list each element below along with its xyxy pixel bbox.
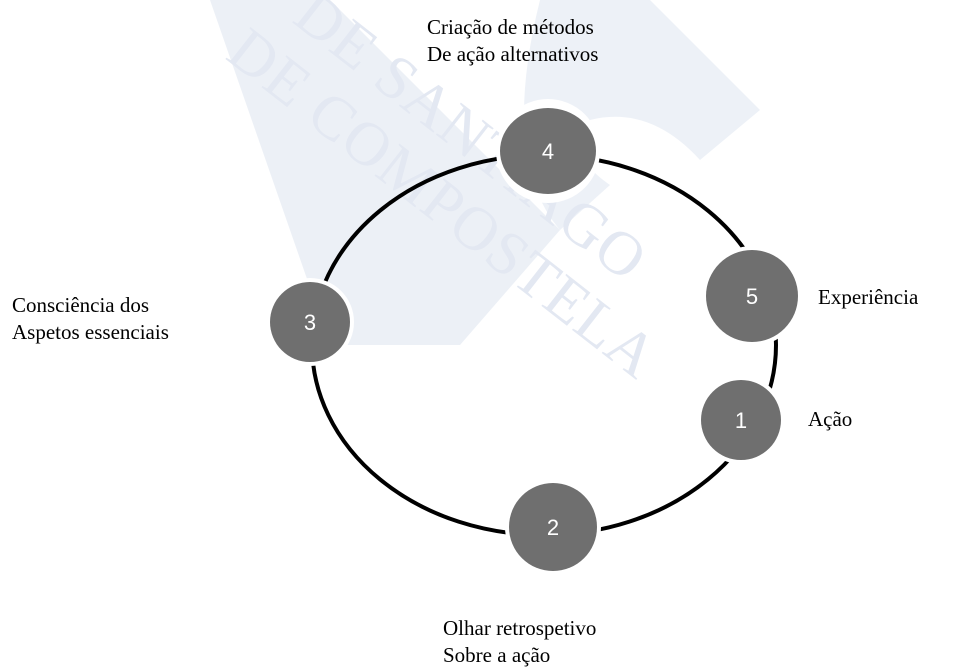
step-number-2: 2 — [547, 515, 559, 540]
caption-step-1-line-1: Ação — [808, 407, 853, 431]
step-circle-4 — [500, 108, 596, 194]
caption-step-1: Ação — [808, 406, 852, 433]
caption-step-5: Experiência — [818, 284, 918, 311]
watermark-seal-shape — [210, 0, 560, 345]
caption-step-3-line-1: Consciência dos — [12, 293, 150, 317]
step-node-3: 3 — [266, 278, 354, 366]
step-node-2: 2 — [505, 479, 601, 575]
caption-step-4: Criação de métodos De ação alternativos — [427, 14, 598, 68]
step-number-5: 5 — [746, 284, 758, 309]
caption-step-2: Olhar retrospetivo Sobre a ação — [443, 615, 596, 669]
step-circle-5 — [706, 250, 798, 342]
caption-step-2-line-2: Sobre a ação — [443, 643, 551, 667]
step-number-3: 3 — [304, 310, 316, 335]
caption-step-5-line-1: Experiência — [818, 285, 919, 309]
step-circle-1 — [701, 380, 781, 460]
step-node-1: 1 — [697, 376, 785, 464]
step-circle-2 — [509, 483, 597, 571]
caption-step-2-line-1: Olhar retrospetivo — [443, 616, 597, 640]
step-node-4: 4 — [496, 99, 600, 203]
step-node-5: 5 — [702, 246, 802, 346]
step-number-4: 4 — [542, 139, 554, 164]
step-circle-3 — [270, 282, 350, 362]
caption-step-3: Consciência dos Aspetos essenciais — [12, 292, 169, 346]
caption-step-4-line-2: De ação alternativos — [427, 42, 599, 66]
step-number-1: 1 — [735, 408, 747, 433]
caption-step-4-line-1: Criação de métodos — [427, 15, 594, 39]
caption-step-3-line-2: Aspetos essenciais — [12, 320, 169, 344]
